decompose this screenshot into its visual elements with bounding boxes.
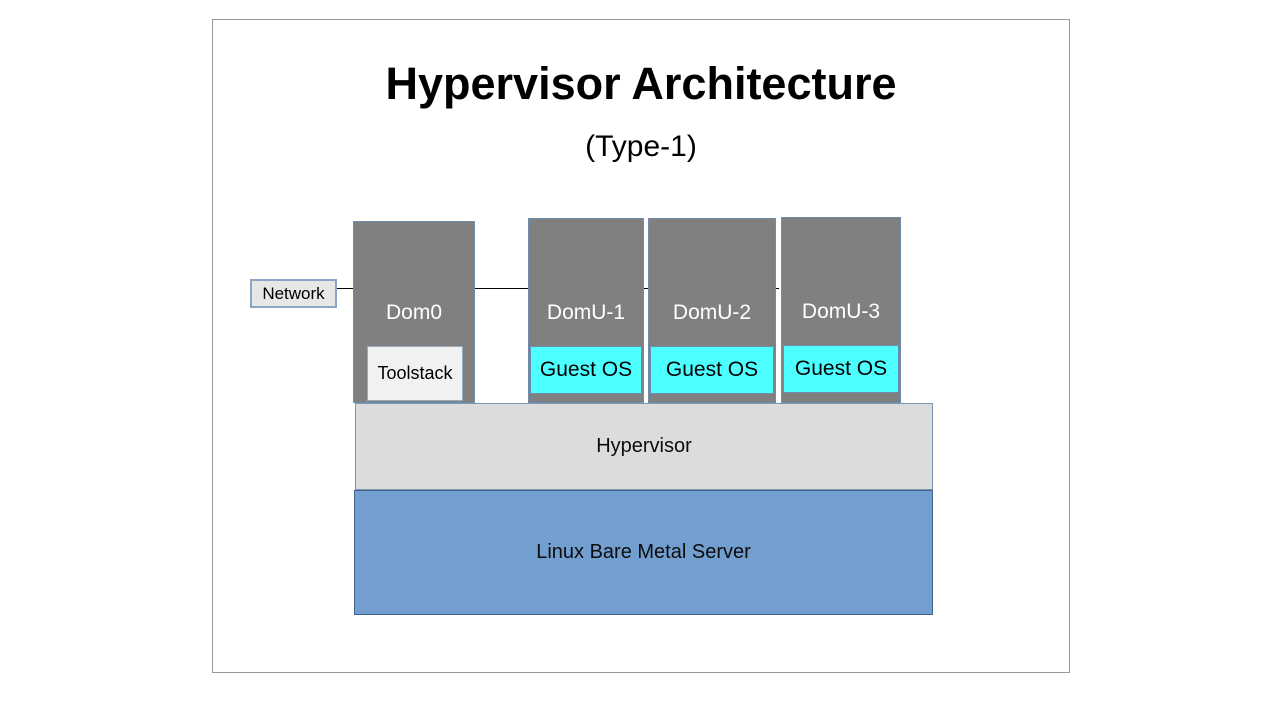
- server-label: Linux Bare Metal Server: [536, 541, 751, 563]
- domu2-guest-os-label: Guest OS: [665, 358, 759, 381]
- toolstack-label: Toolstack: [377, 363, 453, 383]
- dom0-label: Dom0: [385, 301, 443, 324]
- domu2-label: DomU-2: [672, 301, 752, 324]
- diagram-subtitle: (Type-1): [585, 130, 697, 163]
- hypervisor-label: Hypervisor: [596, 435, 692, 457]
- domu3-box: DomU-3 Guest OS: [781, 217, 901, 403]
- network-node: Network: [250, 279, 337, 308]
- dom0-box: Dom0 Toolstack: [353, 221, 475, 403]
- domu1-box: DomU-1 Guest OS: [528, 218, 644, 403]
- domu1-guest-os-box: Guest OS: [530, 346, 642, 394]
- slide-canvas: Hypervisor Architecture (Type-1) Network…: [212, 19, 1070, 673]
- diagram-title: Hypervisor Architecture: [385, 58, 897, 109]
- domu2-box: DomU-2 Guest OS: [648, 218, 776, 403]
- bare-metal-server-bar: Linux Bare Metal Server: [354, 490, 933, 615]
- network-label: Network: [262, 283, 325, 303]
- domu2-guest-os-box: Guest OS: [650, 346, 774, 394]
- domu3-guest-os-label: Guest OS: [794, 357, 888, 380]
- hypervisor-bar: Hypervisor: [355, 403, 933, 490]
- domu3-guest-os-box: Guest OS: [783, 345, 899, 393]
- domu1-guest-os-label: Guest OS: [539, 358, 633, 381]
- domu3-label: DomU-3: [801, 300, 881, 323]
- domu1-label: DomU-1: [546, 301, 626, 324]
- toolstack-box: Toolstack: [367, 346, 463, 401]
